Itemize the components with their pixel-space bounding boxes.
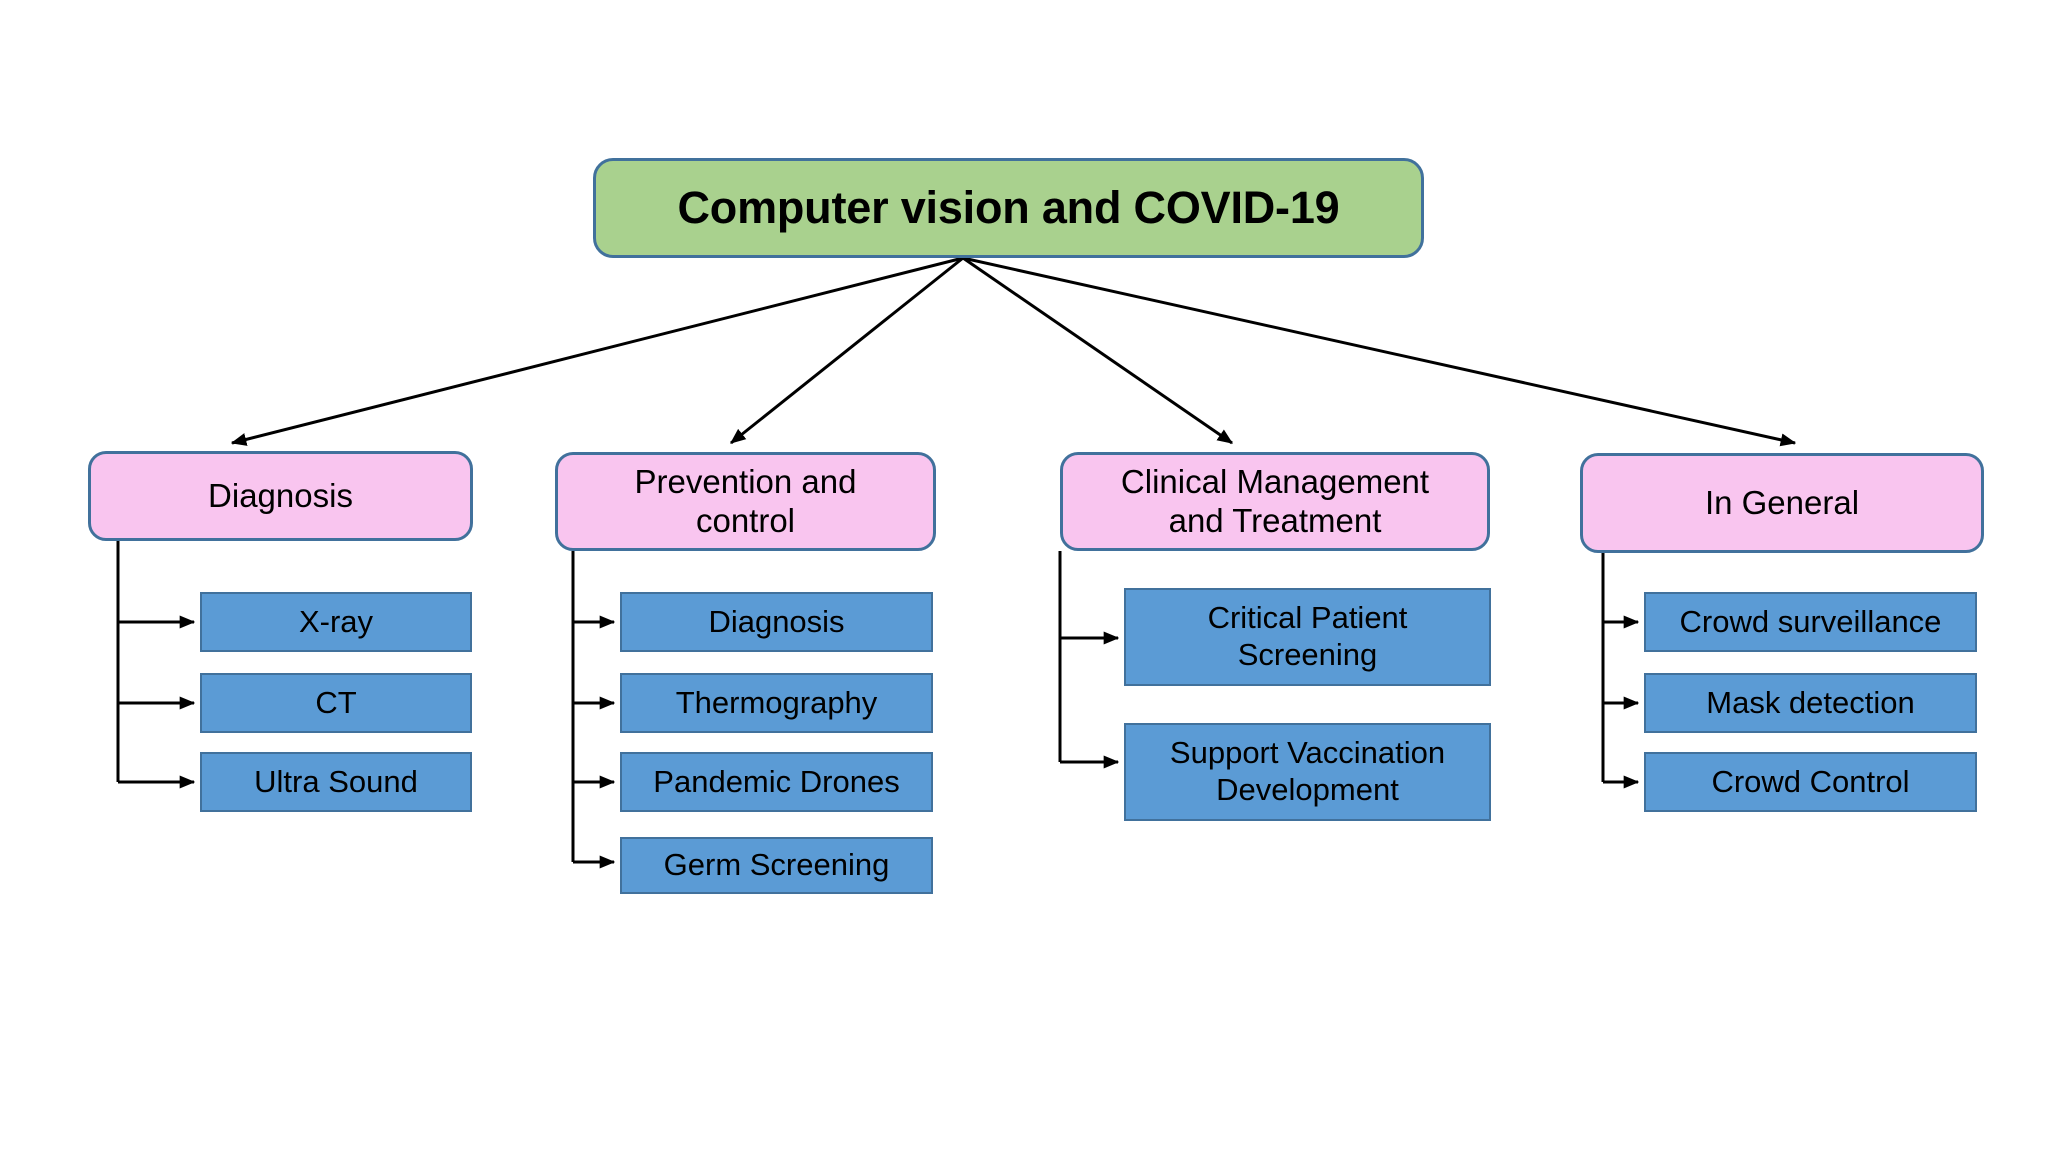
leaf-node-label: Support Vaccination Development bbox=[1169, 735, 1446, 807]
category-node-label: Diagnosis bbox=[208, 476, 353, 514]
leaf-node-pandemic-drones[interactable]: Pandemic Drones bbox=[620, 752, 933, 812]
leaf-node-label: Germ Screening bbox=[663, 847, 890, 883]
leaf-node-label: Mask detection bbox=[1706, 684, 1915, 720]
branch-connectors-4 bbox=[1601, 553, 1640, 789]
leaf-node-label: Pandemic Drones bbox=[653, 763, 900, 799]
leaf-node-critical-patient-screening[interactable]: Critical Patient Screening bbox=[1124, 588, 1491, 686]
category-node-in-general[interactable]: In General bbox=[1580, 453, 1984, 553]
leaf-node-label: X-ray bbox=[298, 603, 374, 639]
root-node-label: Computer vision and COVID-19 bbox=[677, 182, 1340, 234]
category-node-label: Clinical Management and Treatment bbox=[1120, 462, 1430, 539]
leaf-node-diagnosis[interactable]: Diagnosis bbox=[620, 592, 933, 652]
leaf-node-label: CT bbox=[315, 684, 357, 720]
leaf-node-label: Crowd Control bbox=[1711, 763, 1910, 799]
leaf-node-label: Diagnosis bbox=[708, 603, 845, 639]
category-node-prevention-and-control[interactable]: Prevention and control bbox=[555, 452, 936, 551]
branch-connectors-2 bbox=[571, 551, 616, 869]
leaf-node-label: Ultra Sound bbox=[254, 763, 418, 799]
leaf-node-crowd-control[interactable]: Crowd Control bbox=[1644, 752, 1977, 812]
leaf-node-ct[interactable]: CT bbox=[200, 673, 472, 733]
root-connectors bbox=[230, 256, 1797, 447]
category-node-diagnosis[interactable]: Diagnosis bbox=[88, 451, 473, 541]
leaf-node-label: Thermography bbox=[675, 684, 878, 720]
leaf-node-support-vaccination-development[interactable]: Support Vaccination Development bbox=[1124, 723, 1491, 821]
category-node-label: Prevention and control bbox=[634, 462, 857, 539]
leaf-node-label: Critical Patient Screening bbox=[1207, 600, 1408, 672]
category-node-clinical-management-and-treatment[interactable]: Clinical Management and Treatment bbox=[1060, 452, 1490, 551]
category-node-label: In General bbox=[1704, 483, 1860, 521]
leaf-node-crowd-surveillance[interactable]: Crowd surveillance bbox=[1644, 592, 1977, 652]
leaf-node-germ-screening[interactable]: Germ Screening bbox=[620, 837, 933, 894]
branch-connectors-1 bbox=[116, 541, 196, 789]
leaf-node-ultra-sound[interactable]: Ultra Sound bbox=[200, 752, 472, 812]
branch-connectors-3 bbox=[1058, 551, 1120, 769]
leaf-node-thermography[interactable]: Thermography bbox=[620, 673, 933, 733]
leaf-node-mask-detection[interactable]: Mask detection bbox=[1644, 673, 1977, 733]
leaf-node-label: Crowd surveillance bbox=[1679, 603, 1942, 639]
root-node[interactable]: Computer vision and COVID-19 bbox=[593, 158, 1424, 258]
leaf-node-x-ray[interactable]: X-ray bbox=[200, 592, 472, 652]
